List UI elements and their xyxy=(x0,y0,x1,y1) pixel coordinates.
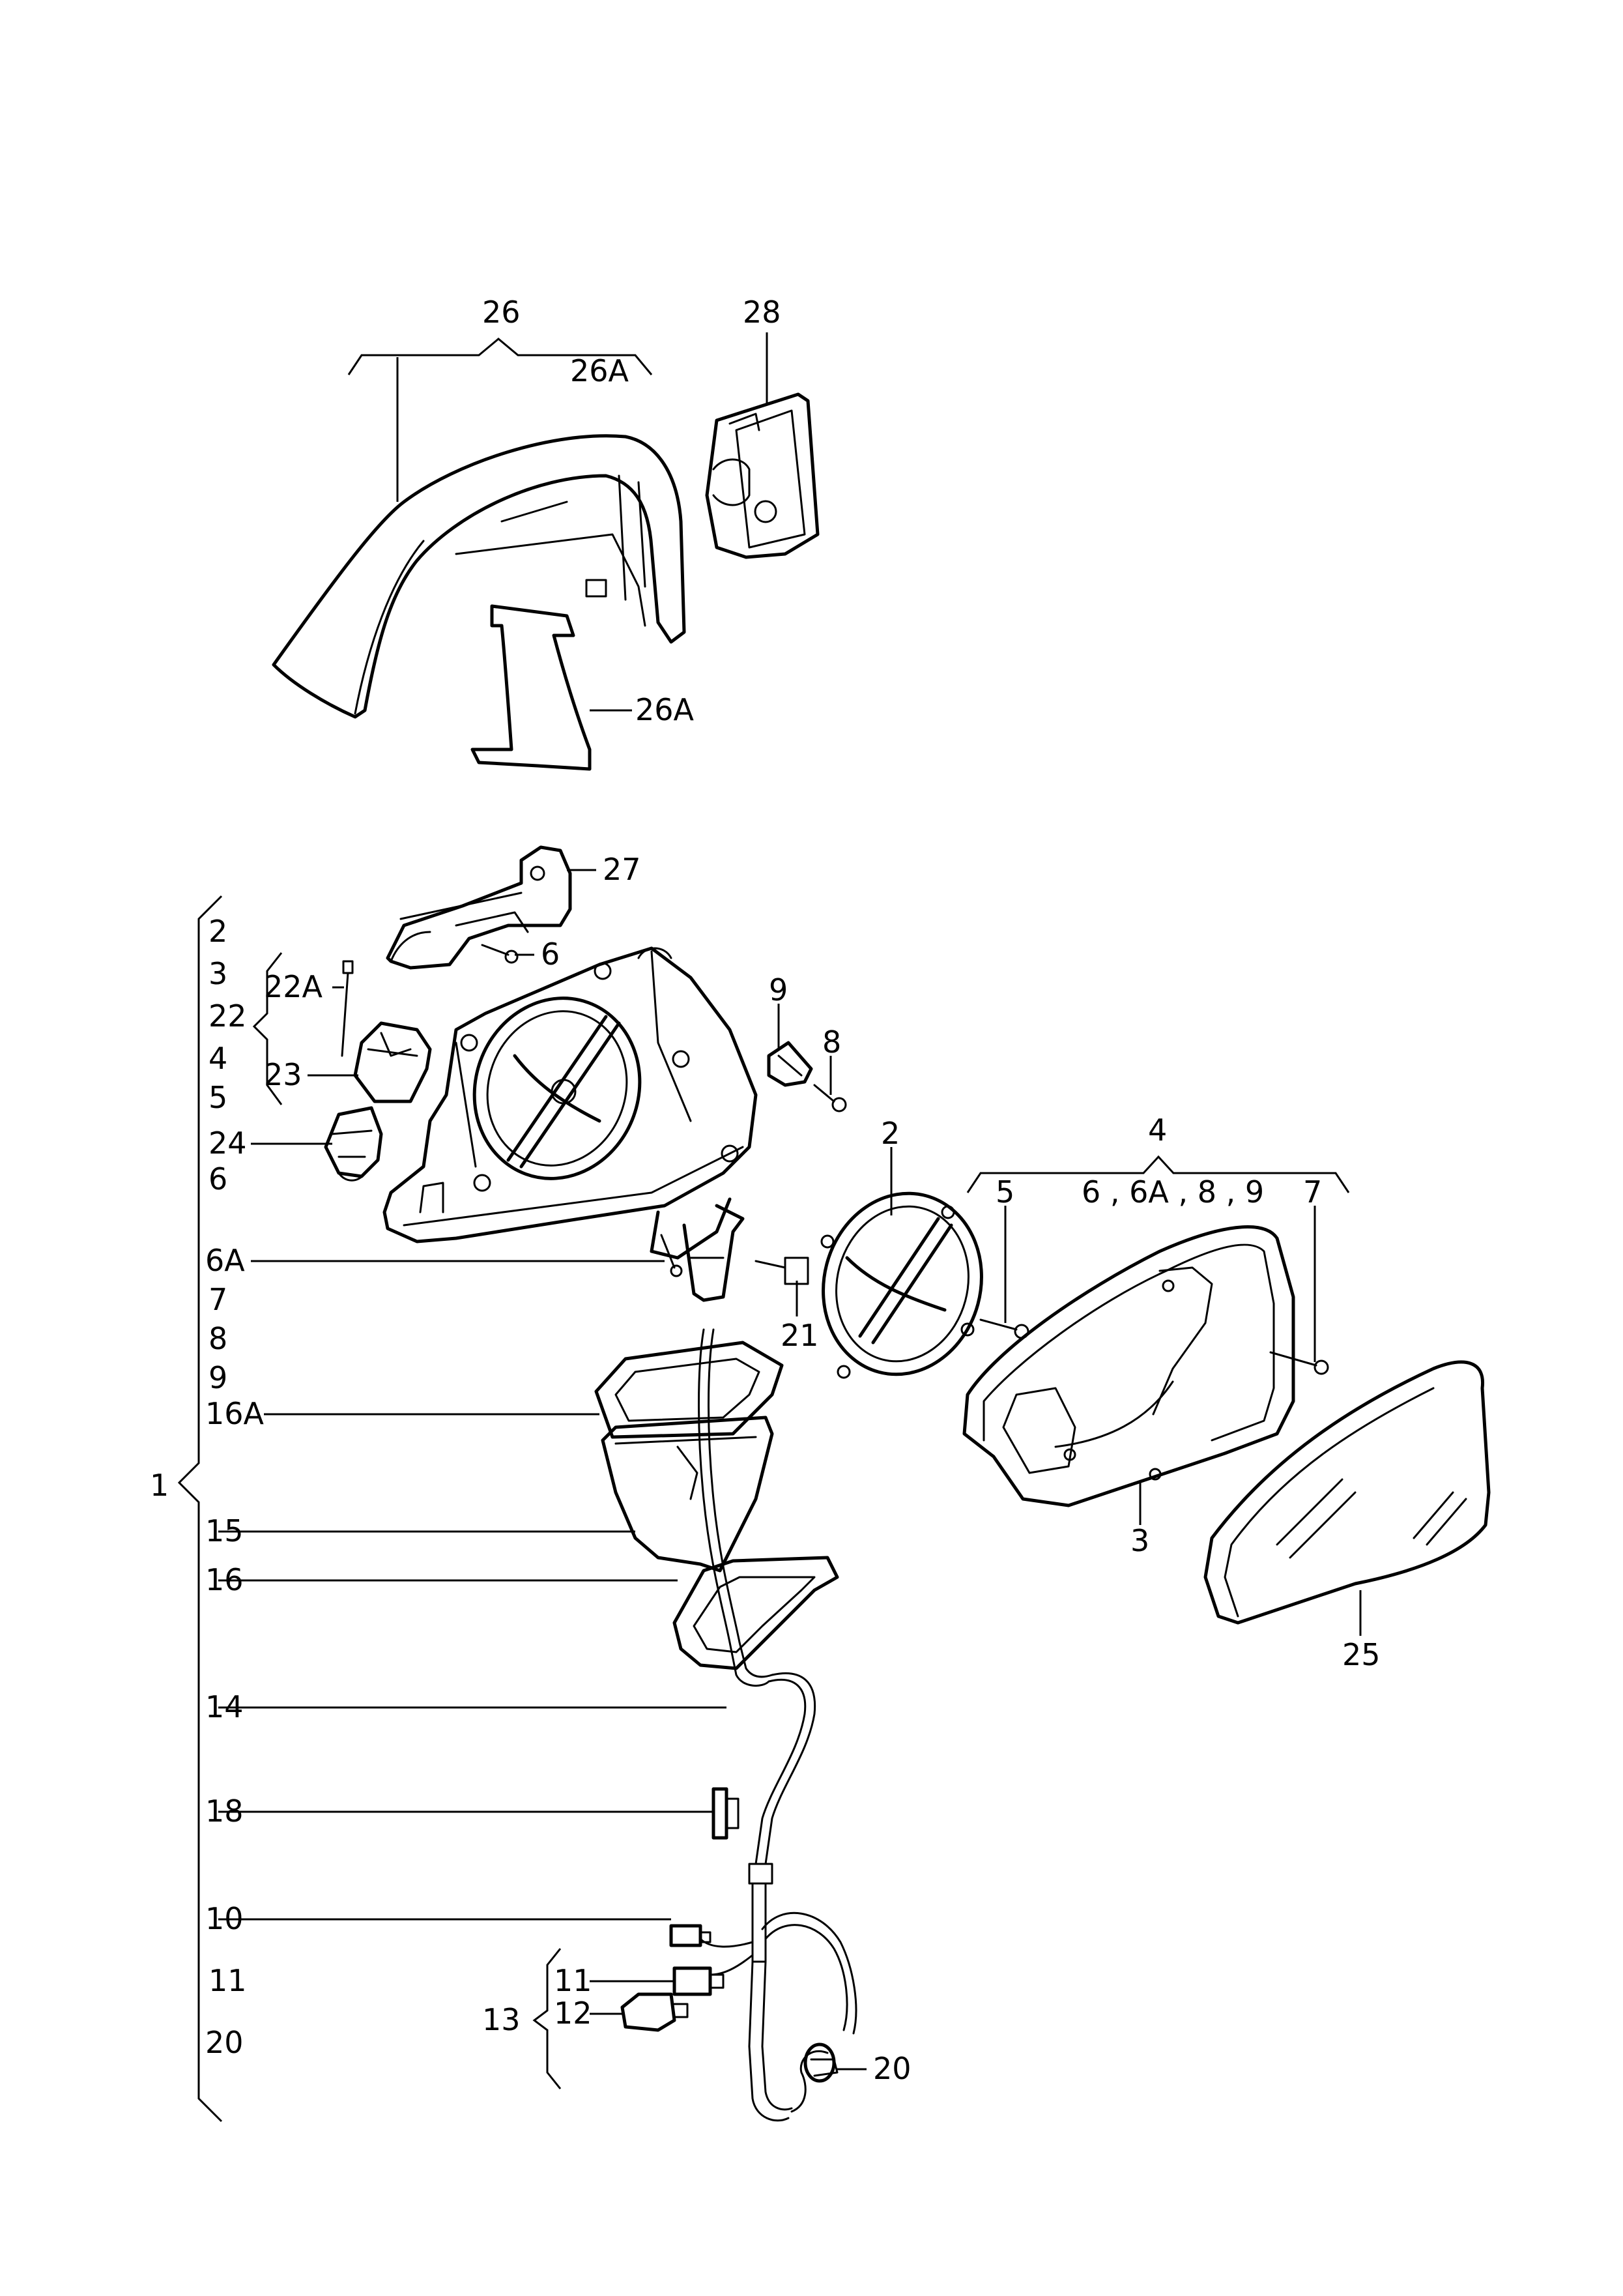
screw-6A xyxy=(660,1234,683,1277)
adjuster-disk-in-housing xyxy=(472,996,642,1180)
connector-11 xyxy=(672,1966,725,1996)
connector-10 xyxy=(669,1924,711,1947)
screw-7 xyxy=(1269,1351,1329,1375)
label-9: 9 xyxy=(769,972,788,1008)
label-20-right: 20 xyxy=(873,2051,912,2086)
bracket-27 xyxy=(386,845,572,970)
mirror-glass-25 xyxy=(1203,1360,1491,1625)
list-item: 11 xyxy=(208,1963,247,1998)
list-item: 7 xyxy=(208,1282,227,1317)
seal-16A xyxy=(594,1341,784,1439)
mirror-housing-frame xyxy=(382,946,758,1243)
label-28: 28 xyxy=(743,295,781,330)
list-item: 10 xyxy=(205,1901,244,1936)
mirror-foot xyxy=(650,1197,745,1302)
label-1: 1 xyxy=(150,1468,169,1503)
list-item: 16A xyxy=(205,1396,265,1431)
screw-8 xyxy=(813,1084,847,1112)
bolt-21 xyxy=(754,1257,809,1285)
label-7-right: 7 xyxy=(1303,1174,1322,1210)
label-6-bracket: 6 xyxy=(541,937,560,972)
list-item: 6A xyxy=(205,1243,245,1278)
label-27: 27 xyxy=(603,852,641,887)
label-4: 4 xyxy=(1148,1112,1167,1148)
cover-15 xyxy=(601,1416,774,1573)
turn-signal-lamp-28 xyxy=(705,392,820,559)
connector-12 xyxy=(620,1992,689,2032)
screw-22A xyxy=(341,960,354,1057)
electrical-connector-23 xyxy=(353,1021,432,1103)
puddle-lamp-24 xyxy=(324,1106,383,1182)
label-23: 23 xyxy=(264,1057,302,1092)
grommet-20 xyxy=(803,2042,839,2083)
label-11-sub: 11 xyxy=(554,1963,592,1998)
list-item: 5 xyxy=(208,1080,227,1115)
list-item: 16 xyxy=(205,1562,244,1597)
label-24: 24 xyxy=(208,1126,247,1161)
list-item: 4 xyxy=(208,1041,227,1076)
label-26: 26 xyxy=(482,295,521,330)
label-26A-side: 26A xyxy=(635,692,695,727)
screw-6 xyxy=(481,944,519,964)
label-5-right: 5 xyxy=(996,1174,1014,1210)
adjuster-plate-2 xyxy=(820,1191,983,1379)
label-4-group: 6 , 6A , 8 , 9 xyxy=(1082,1174,1264,1210)
label-8: 8 xyxy=(822,1024,841,1060)
label-26A-top: 26A xyxy=(570,353,629,388)
wiring-harness-14 xyxy=(698,1328,857,2122)
list-item: 20 xyxy=(205,2025,244,2060)
label-2-right: 2 xyxy=(881,1116,900,1151)
list-item: 22 xyxy=(208,998,247,1034)
label-21: 21 xyxy=(781,1318,819,1353)
list-item: 9 xyxy=(208,1360,227,1395)
list-item: 18 xyxy=(205,1794,244,1829)
mirror-carrier-3 xyxy=(962,1225,1295,1507)
label-12: 12 xyxy=(554,1996,592,2031)
list-item: 15 xyxy=(205,1513,244,1548)
label-3: 3 xyxy=(1130,1523,1149,1558)
label-25: 25 xyxy=(1342,1637,1381,1672)
list-item: 2 xyxy=(208,914,227,949)
trim-strip-26A xyxy=(470,604,592,771)
label-13: 13 xyxy=(482,2002,521,2037)
list-item: 8 xyxy=(208,1321,227,1356)
leader-lines xyxy=(177,332,1362,2123)
list-item: 14 xyxy=(205,1689,244,1724)
seal-16 xyxy=(672,1556,839,1670)
callout-labels: 26 26A 28 26A 27 6 9 8 2 4 5 6 , 6A , 8 … xyxy=(150,295,1381,2086)
list-item: 3 xyxy=(208,956,227,991)
list-item: 6 xyxy=(208,1161,227,1197)
clip-9 xyxy=(767,1041,813,1087)
cable-clip-18 xyxy=(711,1787,740,1840)
label-22A: 22A xyxy=(264,969,323,1004)
mirror-cap-26 xyxy=(272,434,686,719)
